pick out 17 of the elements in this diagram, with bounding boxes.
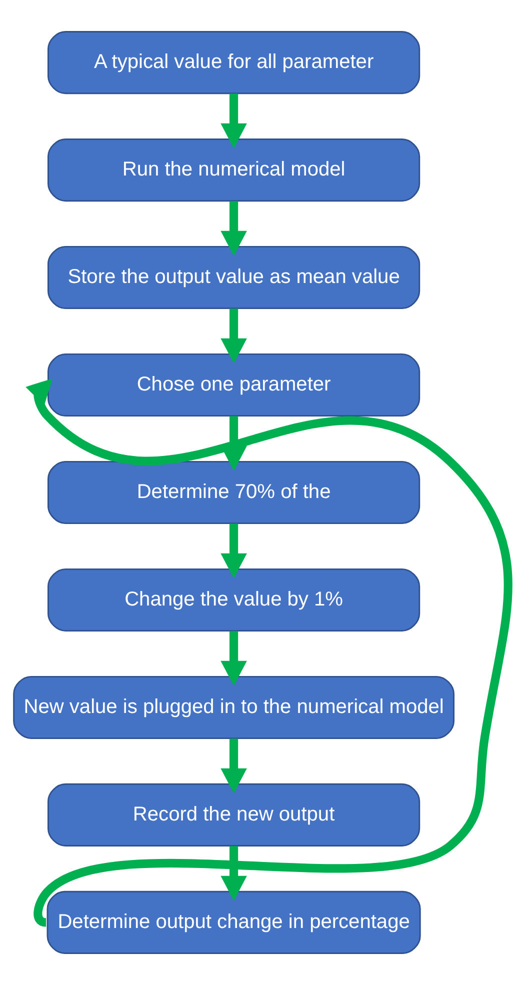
arrow <box>26 378 512 925</box>
arrow <box>220 200 247 256</box>
node-box: Determine 70% of the <box>47 460 420 524</box>
node-box: Store the output value as mean value <box>47 246 420 309</box>
arrow <box>220 738 247 793</box>
node-box: Chose one parameter <box>47 352 420 416</box>
arrow <box>220 308 247 363</box>
node-box: New value is plugged in to the numerical model <box>13 675 454 738</box>
arrow <box>220 846 247 900</box>
node-box: Record the new output <box>47 782 420 846</box>
node-box: Change the value by 1% <box>47 568 420 632</box>
arrow <box>220 523 247 578</box>
arrow <box>220 630 247 686</box>
node-box: Determine output change in percentage <box>46 890 421 954</box>
node-box: Run the numerical model <box>47 138 420 202</box>
arrow <box>220 93 247 148</box>
node-box: A typical value for all parameter <box>47 30 420 94</box>
